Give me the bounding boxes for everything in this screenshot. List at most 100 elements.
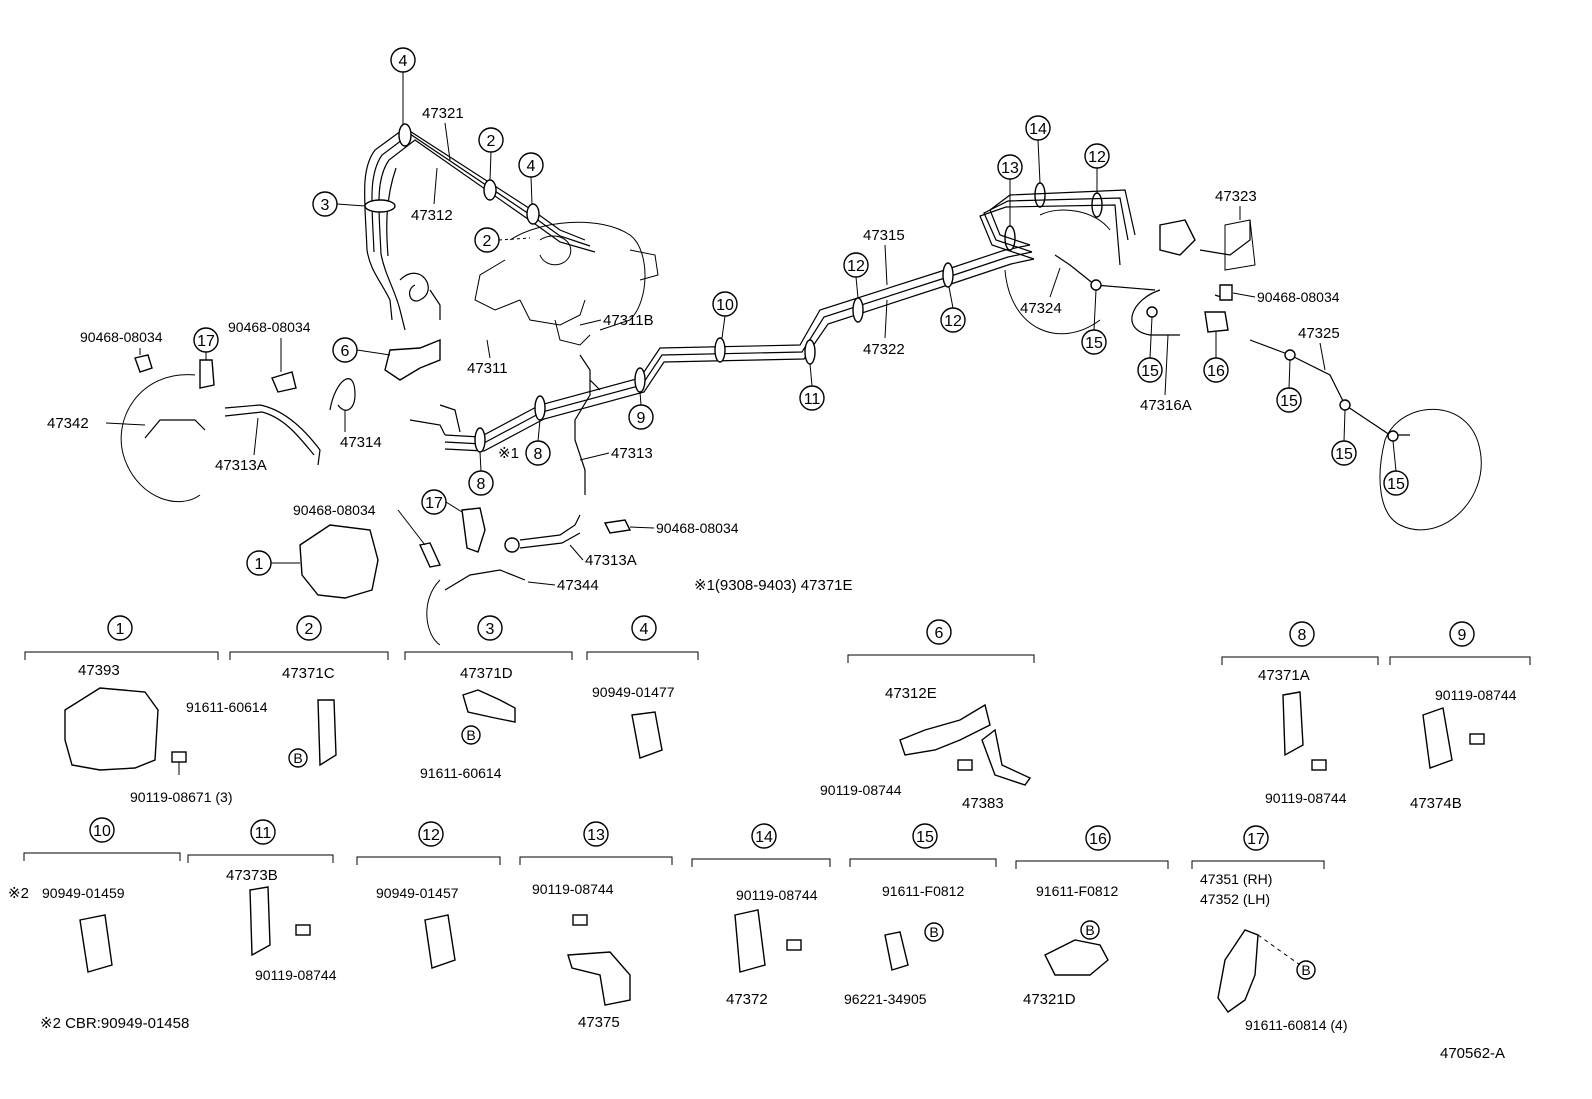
legend-part-number: 47372 <box>726 991 768 1008</box>
legend-part-number: 90119-08744 <box>820 782 902 798</box>
bolt-marker-icon <box>924 922 944 942</box>
legend-callout-number: 10 <box>93 823 111 840</box>
part-47371D <box>462 689 516 723</box>
legend-callout-circle <box>107 615 133 641</box>
clamp-marker <box>1146 306 1158 318</box>
label-47312: 47312 <box>411 207 453 224</box>
clamp-marker <box>852 297 864 323</box>
svg-text:12: 12 <box>1088 149 1106 166</box>
rear-axle-arc <box>1039 209 1111 231</box>
legend-callout-circle <box>477 615 503 641</box>
clamp-marker <box>1034 182 1046 208</box>
label-47315: 47315 <box>863 227 905 244</box>
flex-hose-47313A-b <box>519 532 581 549</box>
svg-text:10: 10 <box>716 297 734 314</box>
note2: ※2 CBR:90949-01458 <box>40 1015 189 1032</box>
legend-bracket <box>1191 860 1325 869</box>
svg-text:16: 16 <box>1207 363 1225 380</box>
callout-12-b: 12 <box>940 286 966 333</box>
rear-wheel-outline <box>1379 408 1482 531</box>
callout-15-b: 15 <box>1137 316 1163 383</box>
part-96221-34905 <box>884 931 909 971</box>
legend-part-number: 47371D <box>460 665 513 682</box>
legend-part-number: 90949-01477 <box>592 684 675 700</box>
legend-callout-number: 4 <box>640 621 649 638</box>
legend-part-number: 90119-08671 (3) <box>130 789 232 805</box>
legend-part-number: 47373B <box>226 867 278 884</box>
svg-text:12: 12 <box>944 313 962 330</box>
bolt-icon <box>171 751 187 775</box>
part-47372 <box>734 909 766 973</box>
callout-10: 10 <box>712 291 738 339</box>
note1-ref: ※1 <box>498 445 519 462</box>
legend-bracket <box>23 852 181 861</box>
bolt-icon <box>1311 759 1327 771</box>
legend-bracket <box>404 651 573 660</box>
legend-part-number: 47393 <box>78 662 120 679</box>
bolt-marker-letter: B <box>293 750 302 766</box>
label-47311B: 47311B <box>603 312 654 329</box>
fitting <box>504 537 520 553</box>
svg-text:17: 17 <box>425 495 443 512</box>
legend-part-number: 47375 <box>578 1014 620 1031</box>
bolt-icon <box>295 924 311 936</box>
legend-bracket <box>586 651 699 660</box>
part-47383 <box>981 728 1032 786</box>
dashed-link <box>1257 934 1301 966</box>
callout-16: 16 <box>1203 332 1229 383</box>
svg-text:4: 4 <box>527 158 536 175</box>
legend-bracket <box>356 856 501 865</box>
legend-callout-circle <box>418 821 444 847</box>
clamp-marker <box>534 395 546 421</box>
label-47316A: 47316A <box>1140 397 1192 414</box>
part-47375 <box>567 951 631 1006</box>
bolt-marker-icon <box>1296 960 1316 980</box>
svg-text:4: 4 <box>399 53 408 70</box>
bolt-marker-icon <box>288 748 308 768</box>
legend-bracket <box>691 858 831 867</box>
legend-part-number: 47312E <box>885 685 937 702</box>
legend-bracket <box>849 858 997 867</box>
label-clip-e: 90468-08034 <box>656 520 739 536</box>
callout-12-a: 12 <box>843 252 869 299</box>
legend-callout-number: 12 <box>422 827 440 844</box>
label-47325: 47325 <box>1298 325 1340 342</box>
callout-13: 13 <box>997 154 1023 226</box>
legend-bracket <box>519 856 673 865</box>
clamp-marker <box>364 199 396 213</box>
callout-14: 14 <box>1025 115 1051 184</box>
legend-callout-number: 13 <box>587 827 605 844</box>
svg-text:13: 13 <box>1001 160 1019 177</box>
svg-text:15: 15 <box>1280 393 1298 410</box>
callout-15-c: 15 <box>1276 359 1302 413</box>
callout-11: 11 <box>799 363 825 411</box>
assembly-drawing <box>120 123 1482 646</box>
rear-axle-arc <box>1004 269 1101 335</box>
label-clip-c: 90468-08034 <box>1257 289 1340 305</box>
clamp-marker <box>942 262 954 288</box>
legend-bracket <box>229 651 389 660</box>
legend-part-number: 47321D <box>1023 991 1076 1008</box>
pipe-47314 <box>329 378 356 411</box>
legend-part-number: 91611-60614 <box>420 765 502 781</box>
part-47351-47352 <box>1217 929 1259 1013</box>
clamp-marker <box>1284 349 1296 361</box>
label-47322: 47322 <box>863 341 905 358</box>
legend-callout-number: 16 <box>1089 831 1107 848</box>
legend-callout-number: 17 <box>1247 831 1265 848</box>
legend-callout-circle <box>583 821 609 847</box>
main-brake-pipe-bundle <box>409 244 1035 495</box>
part-47374B <box>1422 707 1453 769</box>
legend-callout-circle <box>1289 621 1315 647</box>
svg-text:2: 2 <box>483 233 492 250</box>
legend-bracket <box>187 854 334 863</box>
bracket-17 <box>199 359 215 389</box>
part-47371C <box>317 699 337 767</box>
label-47321: 47321 <box>422 105 464 122</box>
bolt-icon <box>1469 733 1485 745</box>
